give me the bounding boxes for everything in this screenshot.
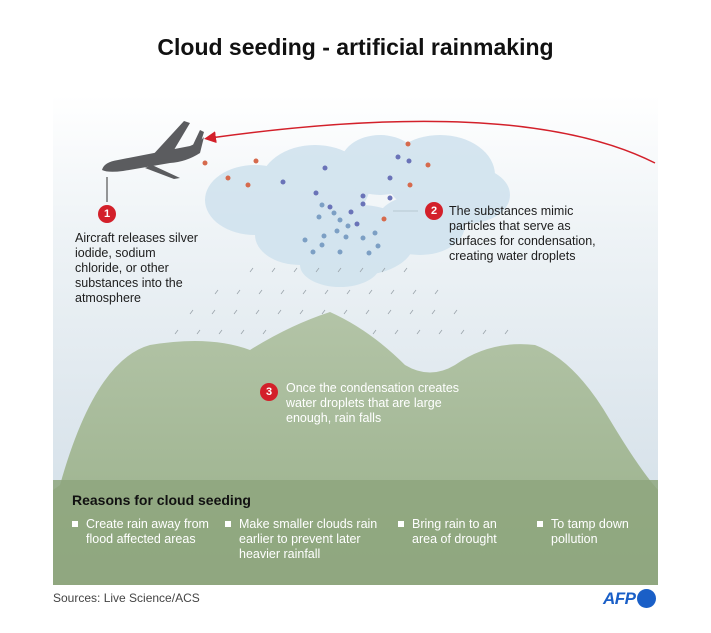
rain-drop [504,329,509,335]
rain-drop [343,309,348,315]
rain-drop [218,329,223,335]
rain-drop [255,309,260,315]
step-2-text: The substances mimic particles that serv… [449,204,596,263]
rain-drop [434,289,439,295]
rain-drop [315,267,320,273]
rain-drop [258,289,263,295]
rain-drop [277,309,282,315]
reason-item: Create rain away from flood affected are… [72,517,211,547]
reason-item: Bring rain to an area of drought [398,517,522,547]
cloud-icon [205,135,510,287]
rain-drop [387,309,392,315]
rain-drop [236,289,241,295]
rain-drop [214,289,219,295]
rain-drop [372,329,377,335]
rain-drop [453,309,458,315]
rain-drop [299,309,304,315]
rain-drop [394,329,399,335]
rain-drop [346,289,351,295]
rain-drop [416,329,421,335]
rain-drop [365,309,370,315]
rain-drop [174,329,179,335]
rain-drop [324,289,329,295]
airplane-icon [102,121,204,179]
afp-logo-dot [637,589,656,608]
rain-drop [381,267,386,273]
rain-drop [196,329,201,335]
rain-drop [302,289,307,295]
rain-drop [249,267,254,273]
source-note: Sources: Live Science/ACS [53,591,200,605]
rain-drop [337,267,342,273]
rain-drop [189,309,194,315]
rain-drop [482,329,487,335]
step-1-text: Aircraft releases silver iodide, sodium … [75,231,198,305]
particles [202,141,431,256]
step-2-badge: 2 [425,202,443,220]
rain-drop [321,309,326,315]
reason-item: Make smaller clouds rain earlier to prev… [225,517,379,562]
afp-logo: AFP [603,589,636,608]
rain-drop [409,309,414,315]
rain-drop [233,309,238,315]
reason-item: To tamp down pollution [537,517,651,547]
rain-drop [293,267,298,273]
rain-drop [368,289,373,295]
rain-drop [460,329,465,335]
rain-drop [403,267,408,273]
rain-drop [262,329,267,335]
reasons-band [53,480,658,585]
step-3-badge: 3 [260,383,278,401]
reasons-heading: Reasons for cloud seeding [72,492,251,508]
step-3-text: Once the condensation creates water drop… [286,381,460,425]
rain-drops [174,267,509,335]
rain-drop [390,289,395,295]
rain-drop [412,289,417,295]
page-title: Cloud seeding - artificial rainmaking [157,34,554,60]
rain-drop [240,329,245,335]
rain-drop [431,309,436,315]
rain-drop [438,329,443,335]
step-1-badge: 1 [98,205,116,223]
rain-drop [359,267,364,273]
rain-drop [211,309,216,315]
flight-path-arrow [204,120,656,164]
rain-drop [271,267,276,273]
rain-drop [280,289,285,295]
